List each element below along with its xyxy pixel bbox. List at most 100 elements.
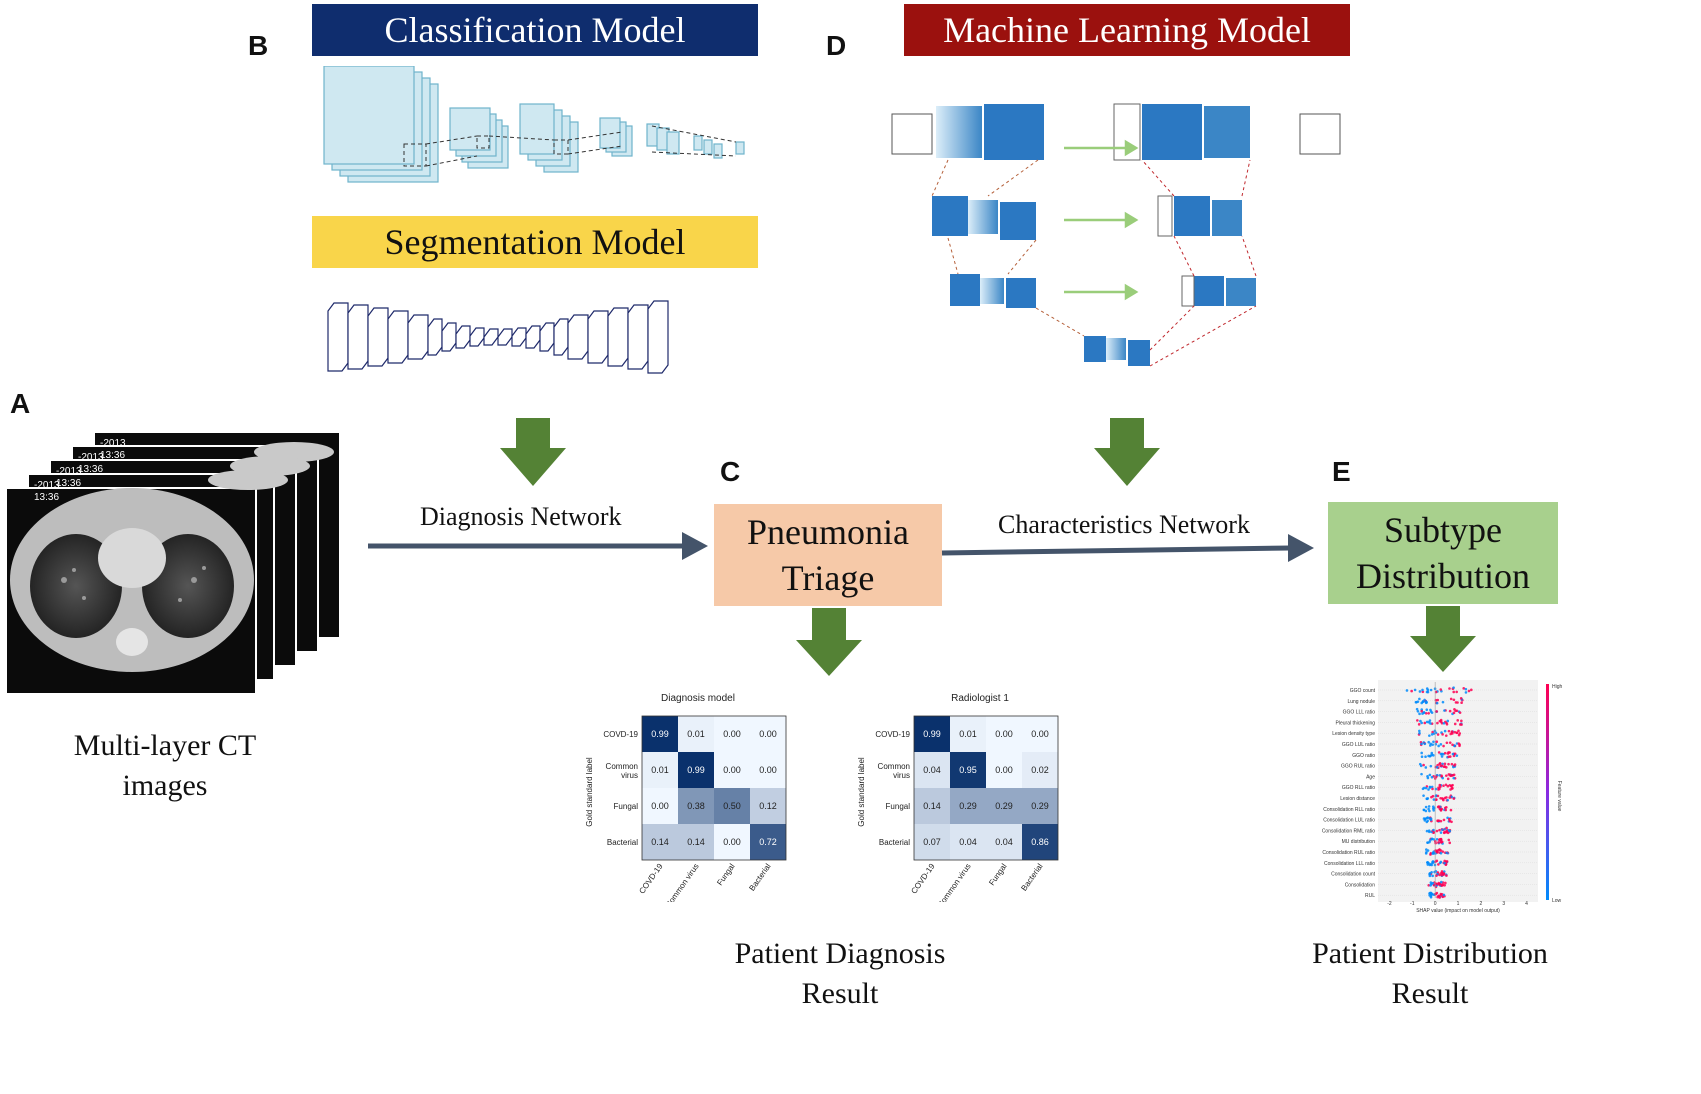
shap-point [1443,729,1447,733]
shap-point [1453,722,1457,726]
shap-point [1427,788,1430,791]
shap-point [1436,819,1439,823]
shap-point [1441,700,1445,704]
shap-point [1439,743,1443,746]
shap-point [1446,719,1450,723]
cm-value: 0.04 [995,837,1013,847]
shap-point [1460,723,1463,726]
shap-point [1437,786,1440,790]
shap-point [1447,773,1451,776]
shap-xtick: 1 [1457,901,1460,907]
cm-cell [986,824,1022,860]
shap-point [1442,721,1446,725]
shap-point [1428,786,1432,789]
shap-point [1435,766,1439,769]
shap-point [1425,690,1429,694]
shap-point [1448,709,1452,713]
shap-point [1416,709,1420,713]
shap-xtick: -2 [1387,901,1392,907]
cm-cell [986,716,1022,752]
shap-point [1440,870,1444,873]
cm-value: 0.14 [687,837,705,847]
shap-point [1436,721,1439,725]
shap-point [1413,688,1417,692]
shap-point [1420,721,1423,725]
shap-point [1443,861,1446,865]
ct-time-label: 13:36 [78,464,103,475]
shap-point [1427,829,1431,832]
shap-point [1429,881,1433,884]
shap-point [1430,795,1433,799]
shap-point [1418,690,1422,693]
cm-cell [750,788,786,824]
shap-point [1430,733,1434,736]
shap-feature-label: GGO count [1350,688,1376,694]
shap-point [1418,729,1421,733]
cm-cell [678,788,714,824]
shap-point [1427,884,1431,887]
cm-row-label: Bacterial [607,838,638,847]
shap-point [1431,852,1435,855]
cm-value: 0.12 [759,801,777,811]
cm-col-label: Bacterial [1019,862,1044,893]
shap-point [1445,826,1448,830]
shap-point [1439,880,1443,884]
shap-point [1438,719,1442,723]
cm-cell [1022,716,1058,752]
ct-date-label: -2013 [100,438,126,449]
shap-point [1429,764,1433,768]
cm-cell [642,716,678,752]
shap-point [1432,828,1435,832]
cm-cell [750,824,786,860]
cm-value: 0.00 [723,837,741,847]
shap-point [1428,817,1431,820]
cm-value: 0.04 [923,765,941,775]
shap-point [1443,751,1447,755]
shap-point [1441,797,1445,801]
shap-point [1420,755,1424,758]
shap-point [1424,755,1427,759]
cm-cell [678,752,714,788]
shap-point [1421,787,1425,791]
cm-value: 0.99 [923,729,941,739]
shap-point [1437,805,1441,808]
cm-value: 0.01 [959,729,977,739]
shap-point [1456,701,1459,704]
shap-point [1436,763,1439,767]
shap-point [1417,723,1421,726]
cm-cell [642,788,678,824]
shap-point [1414,700,1418,704]
shap-point [1452,776,1456,780]
shap-point [1424,786,1428,790]
shap-point [1460,701,1463,704]
shap-point [1442,893,1446,897]
shap-point [1420,751,1423,755]
cm-value: 0.00 [723,765,741,775]
cm-value: 0.99 [687,765,705,775]
shap-point [1432,798,1436,801]
shap-point [1430,837,1434,841]
shap-point [1428,892,1431,895]
cm-cell [1022,824,1058,860]
cm-ylabel: Gold standard label [857,757,866,827]
shap-point [1425,720,1429,724]
shap-point [1448,783,1452,787]
shap-point [1443,709,1446,712]
distribution-caption-line-1: Patient Distribution [1312,937,1548,970]
machine-learning-model-banner: Machine Learning Model [904,4,1350,56]
shap-point [1429,722,1432,725]
shap-point [1436,733,1440,736]
shap-xtick: 0 [1434,901,1437,907]
shap-point [1446,752,1450,755]
shap-point [1462,687,1466,690]
cm-value: 0.00 [995,765,1013,775]
shap-point [1459,697,1463,700]
ct-date-label: -2013 [78,452,104,463]
segmentation-layer [647,300,669,374]
shap-point [1428,734,1431,737]
shap-feature-label: GGO LUL ratio [1342,742,1375,748]
cm-cell [750,752,786,788]
shap-point [1455,709,1459,713]
shap-point [1438,848,1441,851]
shap-point [1455,731,1459,735]
